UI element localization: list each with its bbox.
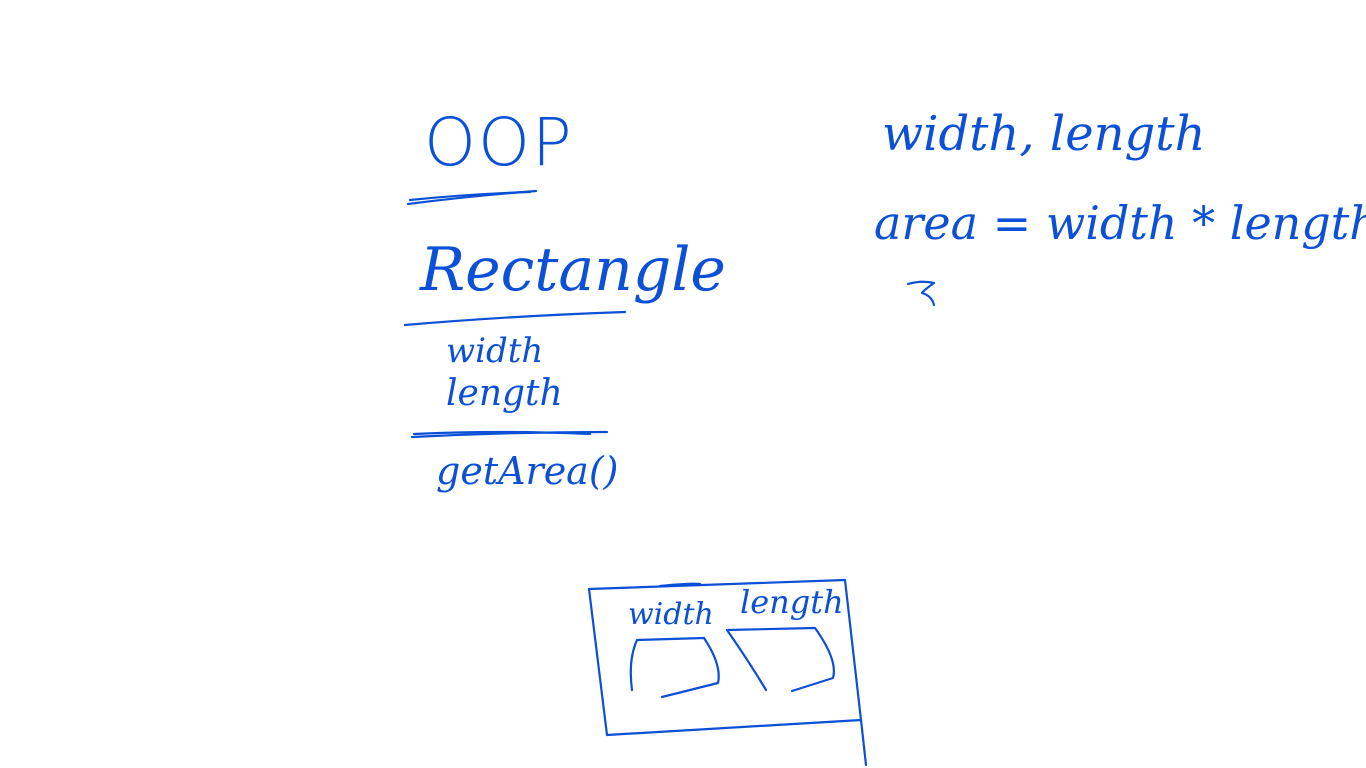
length-slot	[725, 626, 835, 693]
class-attribute-length: length	[446, 373, 563, 414]
object-field-width: width	[628, 597, 714, 632]
class-attribute-width: width	[446, 331, 544, 371]
heading-oop: OOP	[424, 104, 574, 181]
width-slot	[629, 636, 720, 699]
class-name: Rectangle	[420, 235, 726, 305]
class-name-separator	[403, 310, 627, 327]
class-method-getarea: getArea()	[436, 449, 619, 493]
note-fields-line: width, length	[882, 106, 1206, 162]
object-box-outline	[587, 578, 868, 767]
note-area-formula: area = width * length	[874, 196, 1366, 250]
object-box-top-mark	[658, 582, 702, 588]
class-methods-separator-2	[412, 430, 592, 436]
area-underline-scribble	[906, 280, 936, 307]
class-methods-separator	[410, 430, 609, 439]
object-field-length: length	[740, 583, 844, 621]
heading-underline-2	[408, 190, 532, 202]
